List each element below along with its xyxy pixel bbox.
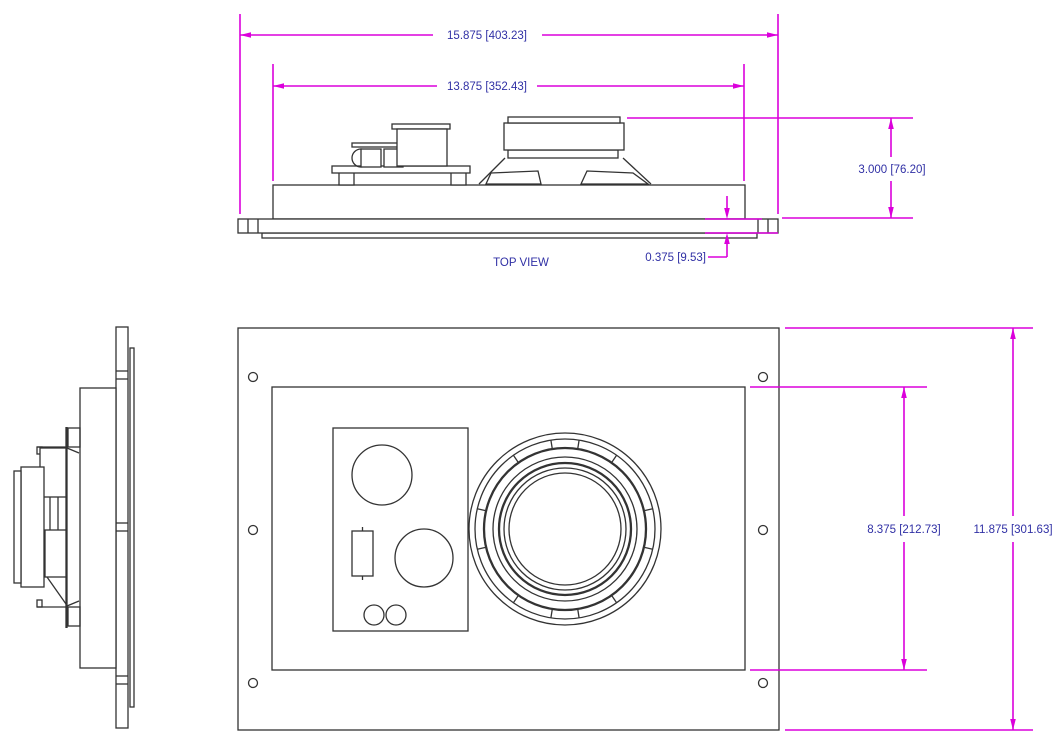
dim-overall-width: [239, 14, 779, 214]
arrowhead-down: [888, 207, 894, 218]
transformer-edge-lower: [44, 529, 67, 578]
control-cutout-top: [351, 444, 413, 506]
grille-profile: [261, 232, 758, 239]
mounting-hole: [247, 677, 259, 689]
tab-edge: [577, 439, 580, 450]
dim-body-width: [272, 64, 745, 181]
small-port-right: [385, 604, 407, 626]
can-edge: [79, 387, 117, 669]
speaker-frame-ring: [482, 446, 648, 612]
speaker-outer-ring: [468, 432, 662, 626]
arrowhead-right: [733, 83, 744, 89]
tab-edge: [577, 608, 580, 619]
dim-height: [627, 117, 913, 219]
tab-edge: [550, 439, 553, 450]
mounting-hole: [757, 677, 769, 689]
panel-edge: [115, 326, 129, 729]
top-view: 15.875 [403.23] 13.875 [352.43] 3.000 [7…: [237, 14, 926, 269]
bracket-plate: [351, 142, 399, 148]
speaker-front: [468, 432, 662, 626]
mounting-hole: [247, 371, 259, 383]
tab-edge: [512, 454, 520, 464]
speaker-gasket-ring: [474, 438, 656, 620]
arrowhead-up: [888, 118, 894, 129]
dim-overall-width-text: 15.875 [403.23]: [447, 30, 527, 42]
magnet-body: [503, 122, 625, 151]
board-standoff-right: [450, 171, 467, 186]
backcan-outline: [271, 386, 746, 671]
speaker-cone-edge: [503, 467, 627, 591]
board-standoff-left: [338, 171, 355, 186]
magnet-bottom-plate: [507, 149, 619, 159]
board-foot: [36, 599, 43, 608]
magnet-plate-edge: [13, 470, 22, 584]
tab-edge: [643, 546, 653, 550]
arrowhead-down: [901, 659, 907, 670]
tab-edge: [477, 508, 487, 512]
dim-flange-thickness-text: 0.375 [9.53]: [645, 252, 706, 264]
tab-edge: [610, 594, 618, 604]
transformer-body: [396, 128, 448, 167]
speaker-can-profile: [272, 184, 746, 220]
front-view: 8.375 [212.73] 11.875 [301.63]: [237, 327, 1053, 731]
tab-edge: [610, 454, 618, 464]
arrowhead-up: [1010, 328, 1016, 339]
mounting-hole: [757, 524, 769, 536]
top-view-drawing: [237, 116, 779, 239]
arrowhead-left: [240, 32, 251, 38]
front-view-drawing: [237, 327, 780, 731]
basket-slant: [66, 600, 80, 607]
tab-edge: [550, 608, 553, 619]
magnet-edge: [20, 466, 45, 588]
basket-slope-left: [478, 157, 506, 185]
arrowhead-left: [273, 83, 284, 89]
arrowhead-up: [724, 233, 730, 244]
frame-tab-bottom: [67, 606, 81, 627]
top-view-label: TOP VIEW: [493, 257, 549, 269]
dim-overall-height-text: 11.875 [301.63]: [973, 524, 1052, 536]
dim-body-width-text: 13.875 [352.43]: [447, 81, 527, 93]
tab-edge: [643, 508, 653, 512]
speaker-surround-outer: [492, 456, 638, 602]
mounting-hole: [757, 371, 769, 383]
arrowhead-down: [724, 208, 730, 219]
speaker-cone: [508, 472, 622, 586]
small-port-left: [363, 604, 385, 626]
transformer-top-flange: [391, 123, 451, 130]
frame-tab-top: [67, 427, 81, 448]
arrowhead-down: [1010, 719, 1016, 730]
dim-flange-thickness: [705, 196, 778, 258]
dim-height-text: 3.000 [76.20]: [858, 164, 925, 176]
dim-cutout-height: [750, 386, 927, 671]
basket-slope-right: [622, 157, 652, 185]
tab-edge: [512, 594, 520, 604]
control-cutout-bottom: [394, 528, 454, 588]
side-view: [13, 326, 135, 729]
speaker-surround-inner: [497, 461, 633, 597]
component-slant: [46, 576, 67, 605]
dim-overall-height: [785, 327, 1033, 731]
control-panel-outline: [332, 427, 469, 632]
tab-edge: [477, 546, 487, 550]
basket-slant: [66, 447, 80, 454]
arrowhead-right: [767, 32, 778, 38]
terminal-block-1: [360, 148, 382, 168]
basket-window-left: [484, 170, 542, 185]
basket-window-right: [579, 170, 650, 185]
magnet-top-plate: [507, 116, 621, 124]
flange-plate: [237, 218, 779, 234]
dim-cutout-height-text: 8.375 [212.73]: [867, 524, 941, 536]
grille-edge: [129, 347, 135, 708]
arrowhead-up: [901, 387, 907, 398]
mounting-hole: [247, 524, 259, 536]
